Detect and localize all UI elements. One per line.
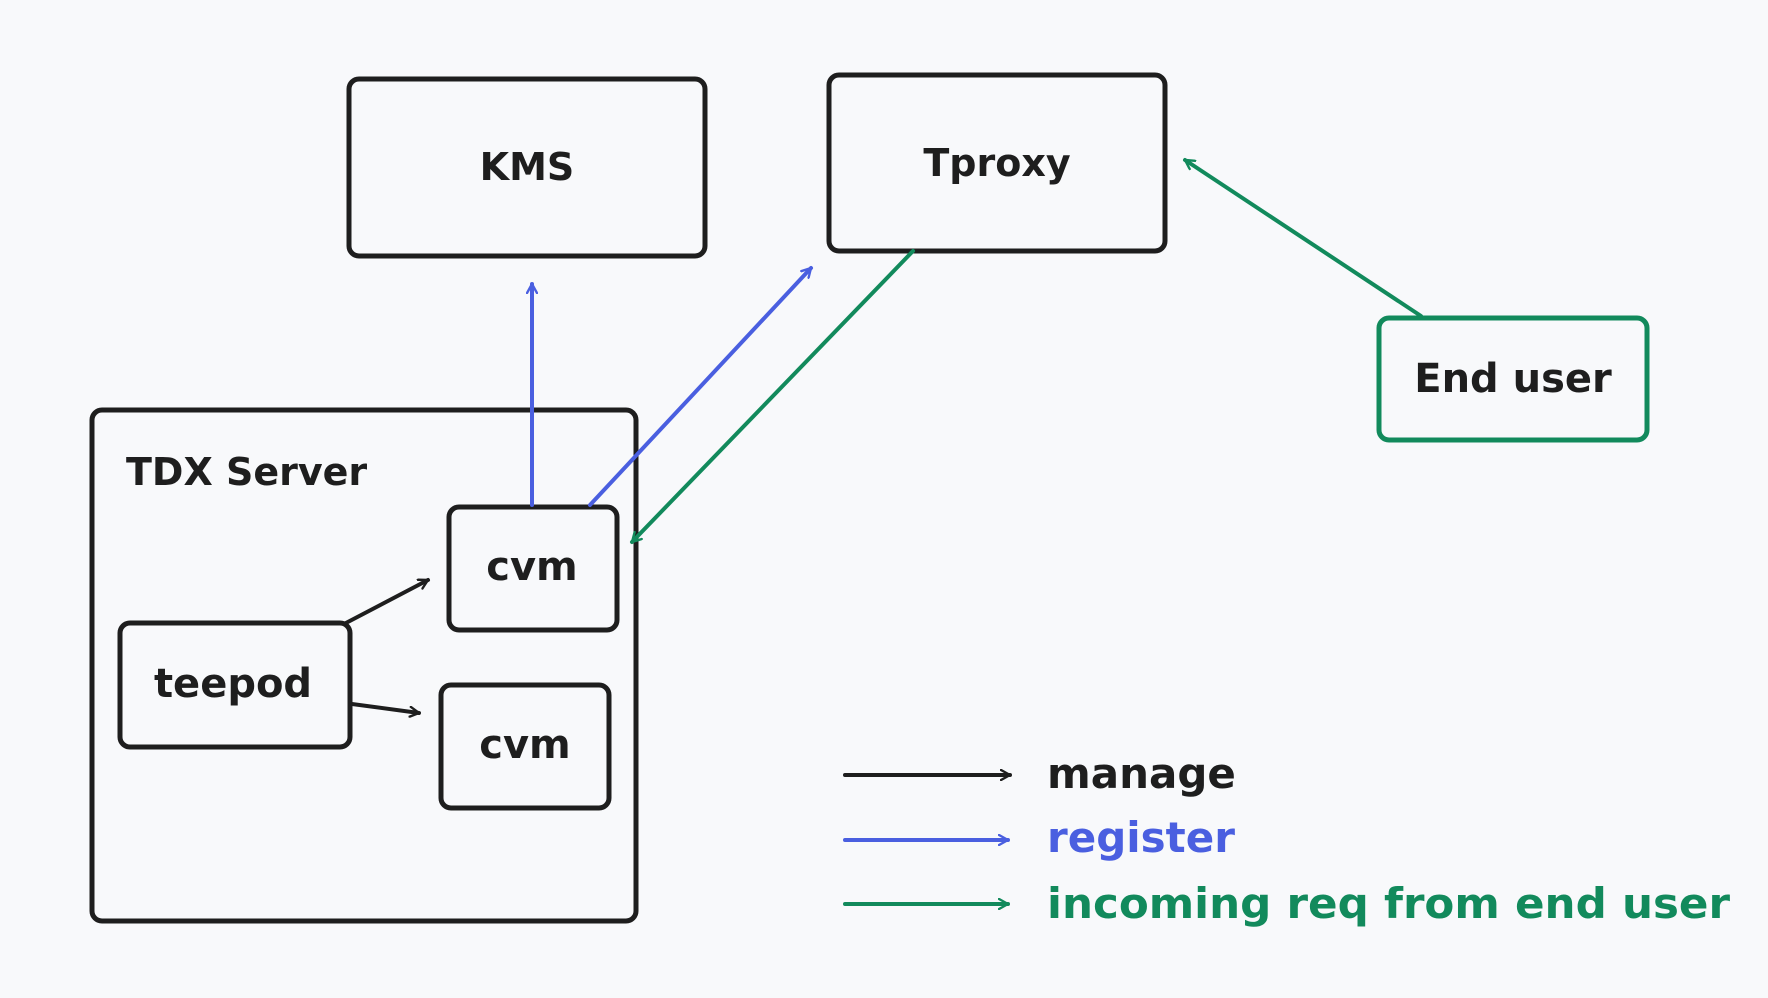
cvm-top-box <box>446 504 620 633</box>
tdx-server-label: TDX Server <box>126 450 367 494</box>
kms-box <box>346 76 708 259</box>
tproxy-node: Tproxy <box>826 72 1168 254</box>
tdx-server-node: TDX Server <box>89 407 639 924</box>
end-user-node: End user <box>1376 315 1650 443</box>
end-user-label: End user <box>1414 356 1612 402</box>
end-user-box <box>1376 315 1650 443</box>
legend-item-register: register <box>843 813 1235 862</box>
kms-node: KMS <box>346 76 708 259</box>
teepod-label: teepod <box>154 661 312 707</box>
cvm-bottom-label: cvm <box>479 722 570 768</box>
cvm-bottom-box <box>438 682 612 811</box>
edge-teepod-to-cvm-bottom <box>350 702 421 713</box>
tdx-server-box <box>89 407 639 924</box>
cvm-top-label: cvm <box>486 544 577 590</box>
edge-cvm-to-tproxy <box>588 266 813 507</box>
legend-label-incoming: incoming req from end user <box>1047 879 1730 928</box>
cvm-bottom-node: cvm <box>438 682 612 811</box>
edge-tproxy-to-cvm <box>630 249 915 544</box>
legend-label-register: register <box>1047 813 1235 862</box>
tproxy-label: Tproxy <box>923 141 1070 185</box>
legend-item-manage: manage <box>843 749 1236 798</box>
legend: manage register incoming req from end us… <box>843 749 1730 928</box>
teepod-box <box>117 620 353 750</box>
legend-item-incoming: incoming req from end user <box>843 879 1730 928</box>
tproxy-box <box>826 72 1168 254</box>
edge-teepod-to-cvm-top <box>342 578 430 626</box>
kms-label: KMS <box>480 145 575 189</box>
legend-label-manage: manage <box>1047 749 1236 798</box>
edge-end-user-to-tproxy <box>1183 158 1423 318</box>
teepod-node: teepod <box>117 620 353 750</box>
cvm-top-node: cvm <box>446 504 620 633</box>
